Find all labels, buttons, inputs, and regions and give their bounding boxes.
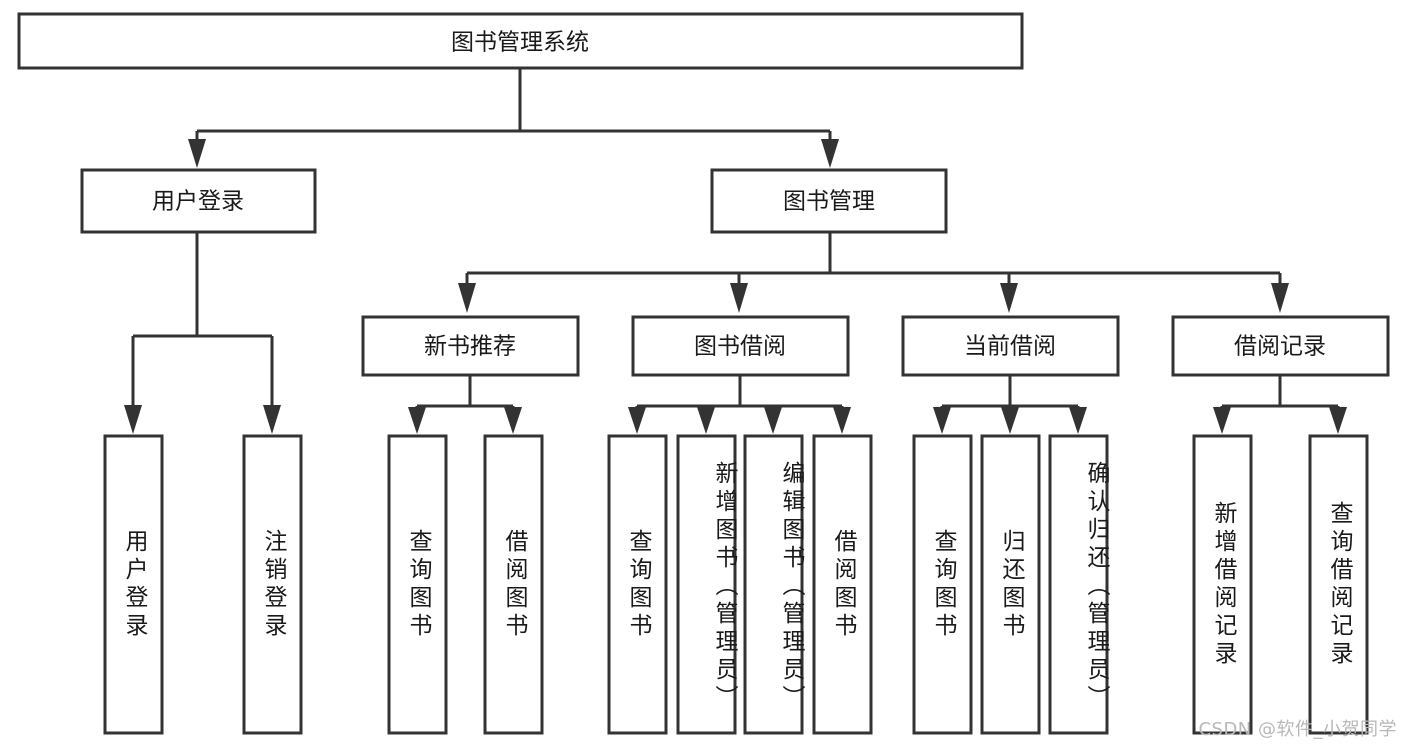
arrow-head-current-borrow [1000,283,1018,313]
node-user-login-label: 用户登录 [152,189,244,215]
arrow-head-borrow-record [1271,283,1289,313]
node-leaf-edit-book-box[interactable] [743,434,804,735]
node-borrow-record-label: 借阅记录 [1234,334,1326,360]
arrow-head-leaf-query-book-2 [628,407,646,434]
node-book-management[interactable]: 图书管理 [710,168,948,234]
node-book-management-label: 图书管理 [783,189,875,215]
arrow-head-leaf-edit-book [764,407,782,434]
leaf-boxes-group [103,434,1369,735]
node-new-book-recommend-label: 新书推荐 [424,334,516,360]
arrow-head-new-book-recommend [458,283,476,313]
node-current-borrow-label: 当前借阅 [964,334,1056,360]
arrow-head-leaf-add-book [697,407,715,434]
arrow-head-leaf-user-logout [263,405,281,434]
arrow-head-leaf-confirm-return [1069,407,1087,434]
node-borrow-record[interactable]: 借阅记录 [1171,315,1390,377]
node-borrow-record-box[interactable] [1171,315,1390,377]
arrow-head-leaf-query-record [1329,407,1347,434]
node-leaf-return-book-box[interactable] [980,434,1041,735]
arrow-head-leaf-add-record [1213,407,1231,434]
arrow-head-book-borrow [730,283,748,313]
node-user-login-box[interactable] [80,168,317,234]
node-leaf-borrow-book-1-box[interactable] [483,434,544,735]
node-current-borrow[interactable]: 当前借阅 [901,315,1120,377]
node-new-book-recommend-box[interactable] [361,315,580,377]
node-leaf-query-book-2-box[interactable] [607,434,668,735]
node-leaf-user-logout-box[interactable] [242,434,303,735]
node-root-label: 图书管理系统 [451,30,589,56]
arrow-head-leaf-query-book-3 [933,407,951,434]
node-book-borrow-label: 图书借阅 [694,334,786,360]
node-leaf-query-record-box[interactable] [1308,434,1369,735]
node-new-book-recommend[interactable]: 新书推荐 [361,315,580,377]
node-leaf-add-book-box[interactable] [676,434,737,735]
node-root[interactable]: 图书管理系统 [17,12,1024,70]
node-leaf-query-book-3-box[interactable] [912,434,973,735]
arrow-head-leaf-borrow-book-1 [504,407,522,434]
node-leaf-add-record-box[interactable] [1192,434,1253,735]
arrow-head-user-login [188,139,206,168]
arrow-head-book-management [821,139,839,168]
node-leaf-confirm-return-box[interactable] [1048,434,1109,735]
arrow-head-leaf-return-book [1001,407,1019,434]
node-current-borrow-box[interactable] [901,315,1120,377]
node-leaf-user-login-box[interactable] [103,434,164,735]
connector-group [124,68,1347,434]
node-leaf-query-book-1-box[interactable] [387,434,448,735]
node-root-box[interactable] [17,12,1024,70]
csdn-watermark: CSDN @软件_小贺同学 [1198,719,1397,740]
node-book-borrow[interactable]: 图书借阅 [631,315,850,377]
node-book-management-box[interactable] [710,168,948,234]
arrow-head-leaf-borrow-book-2 [833,407,851,434]
node-leaf-borrow-book-2-box[interactable] [812,434,873,735]
node-book-borrow-box[interactable] [631,315,850,377]
node-user-login[interactable]: 用户登录 [80,168,317,234]
arrow-head-leaf-user-login [124,405,142,434]
arrow-head-leaf-query-book-1 [408,407,426,434]
